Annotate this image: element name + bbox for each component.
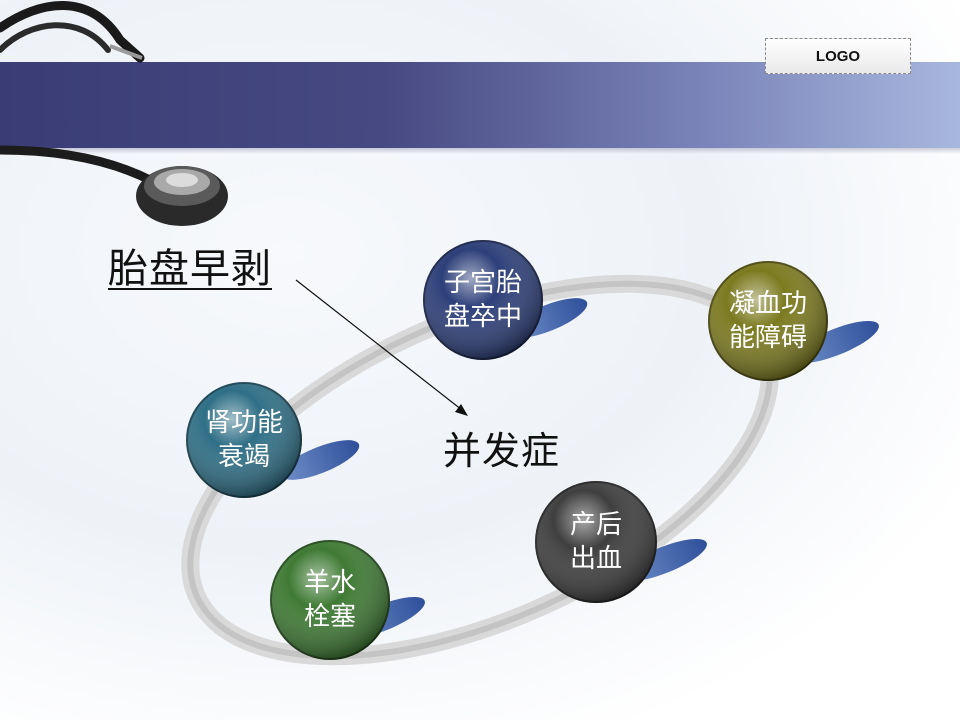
- header-banner-shadow: [0, 148, 960, 154]
- node-sphere-renal-failure: [186, 382, 302, 498]
- node-sphere-amniotic-embolism: [270, 540, 390, 660]
- stethoscope-chestpiece-icon: [136, 166, 228, 226]
- node-label-placental-stroke: 子宫胎 盘卒中: [443, 268, 522, 332]
- node-sphere-postpartum-hemorrhage: [535, 481, 657, 603]
- connector-arrow: [295, 279, 468, 416]
- header-banner: [0, 62, 960, 148]
- node-label-renal-failure: 肾功能 衰竭: [204, 408, 283, 472]
- node-label-coagulation-disorder: 凝血功 能障碍: [728, 289, 807, 353]
- node-label-postpartum-hemorrhage: 产后 出血: [569, 510, 622, 574]
- logo: LOGO: [765, 38, 911, 74]
- stethoscope-tube-top: [0, 1, 145, 63]
- stethoscope-tube: [0, 145, 155, 185]
- node-shadow-renal-failure: [280, 440, 360, 480]
- stethoscope-tube-top-2: [0, 22, 111, 53]
- diagram-title: 胎盘早剥: [108, 246, 272, 292]
- node-sphere-coagulation-disorder: [708, 261, 828, 381]
- center-label: 并发症: [443, 429, 561, 473]
- node-label-amniotic-embolism: 羊水 栓塞: [303, 568, 356, 632]
- node-sphere-placental-stroke: [423, 240, 543, 360]
- stethoscope-earpiece: [109, 44, 143, 60]
